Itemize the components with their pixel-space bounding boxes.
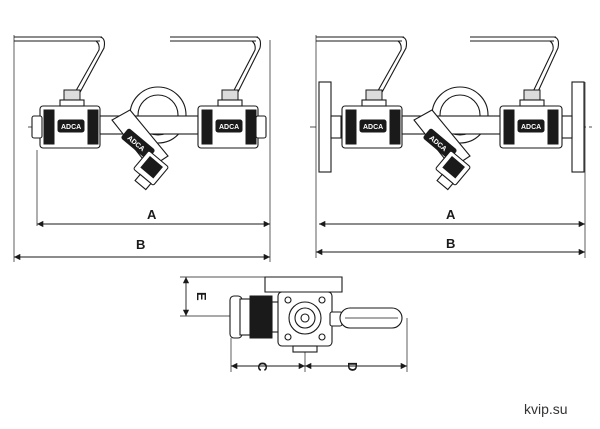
flange-right [571,81,585,173]
dimension-label-d: D [345,362,360,371]
left-dimension-a: A [37,207,270,228]
y-strainer-right: ADCA [401,86,503,191]
valve-handle-left [14,36,106,97]
dimension-label-a: A [147,207,157,222]
strainer-cap [229,295,283,339]
y-strainer-left: ADCA [99,86,199,191]
brand-label-left-valve-2: ADCA [363,124,383,131]
bottom-handle [329,307,403,329]
dimension-label-b: B [136,237,145,252]
left-assembly: ADCA ADCA ADCA [13,35,271,262]
bottom-assembly: E [180,276,408,372]
brand-label-right-valve-2: ADCA [521,124,541,131]
ball-valve-right-2: ADCA [499,89,563,149]
flange-left [318,81,332,173]
dimension-e: E [182,277,209,316]
dimension-label-e: E [194,292,209,301]
right-dimension-a: A [319,207,585,228]
dimension-label-c: C [255,362,270,372]
right-assembly: ADCA ADCA ADCA [310,35,592,258]
dimension-label-a-2: A [446,207,456,222]
ball-valve-right: ADCA [197,89,267,149]
ball-valve-left-2: ADCA [341,89,403,149]
dimension-d: D [305,362,407,371]
center-body [277,291,333,353]
brand-label-right-valve: ADCA [219,124,239,131]
right-dimension-b: B [316,236,585,256]
valve-handle-left-2 [316,36,408,97]
brand-label-left-valve: ADCA [61,124,81,131]
ball-valve-left: ADCA [31,89,101,149]
dimension-c: C [231,362,305,372]
left-dimension-b: B [14,237,270,261]
watermark: kvip.su [524,401,568,417]
valve-handle-right [170,36,262,97]
valve-handle-right-2 [470,36,560,97]
dimension-label-b-2: B [446,236,455,251]
